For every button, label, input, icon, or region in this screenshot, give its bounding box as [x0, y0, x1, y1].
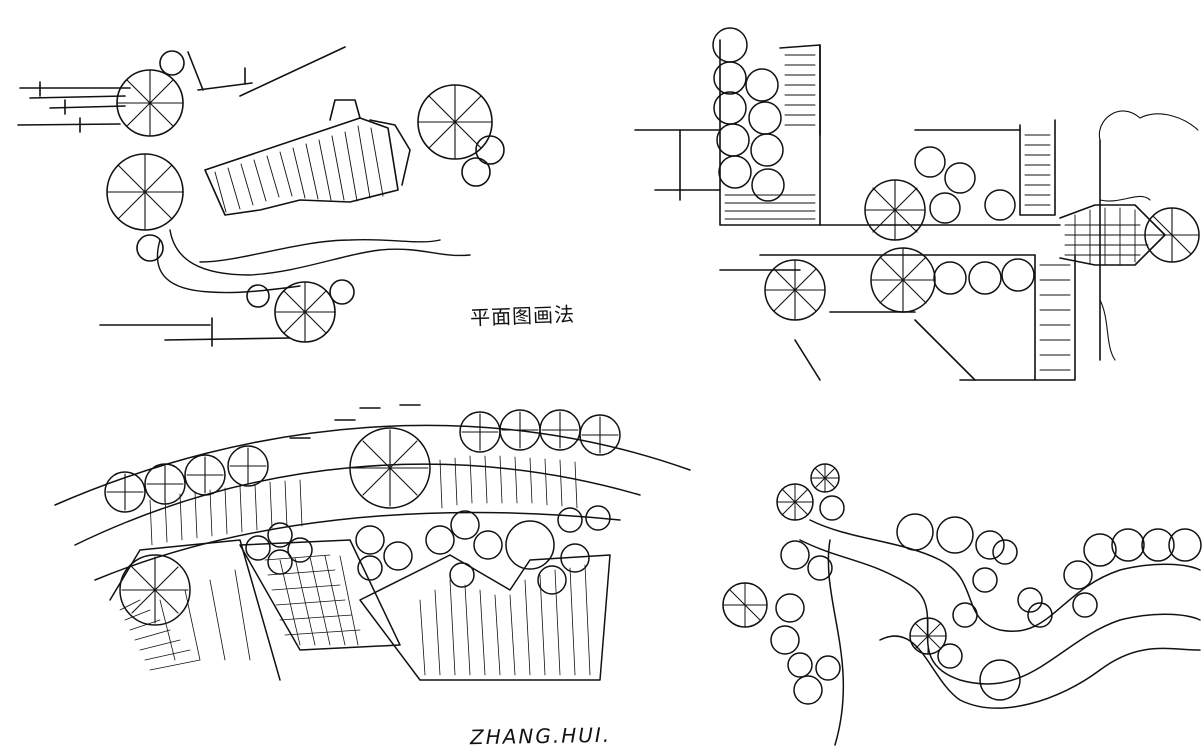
plan-hatching [724, 54, 1151, 371]
deck-structure [204, 99, 411, 216]
starburst-shrubs [722, 463, 947, 655]
terrace-outlines [109, 539, 611, 681]
shrub-spokes [764, 179, 1200, 321]
shrubs-right [722, 463, 1202, 705]
artist-signature: ZHANG.HUI. [469, 722, 612, 750]
leader-lines [17, 46, 346, 347]
plan-top-left [17, 46, 505, 347]
tree-row-spokes [106, 411, 619, 624]
deck-hatching [214, 125, 384, 213]
plan-bottom-left [54, 404, 691, 681]
stream-banks [799, 519, 1201, 746]
tree-spokes [106, 69, 493, 343]
terrace-hatching [119, 455, 591, 676]
sheet-caption: 平面图画法 [469, 302, 576, 330]
plan-walls [634, 39, 1166, 381]
hedge-outline [1098, 110, 1199, 361]
plan-top-right [634, 27, 1200, 381]
pond-edge [156, 229, 471, 294]
shrub-row [712, 27, 1200, 321]
plan-bottom-right [722, 463, 1202, 746]
